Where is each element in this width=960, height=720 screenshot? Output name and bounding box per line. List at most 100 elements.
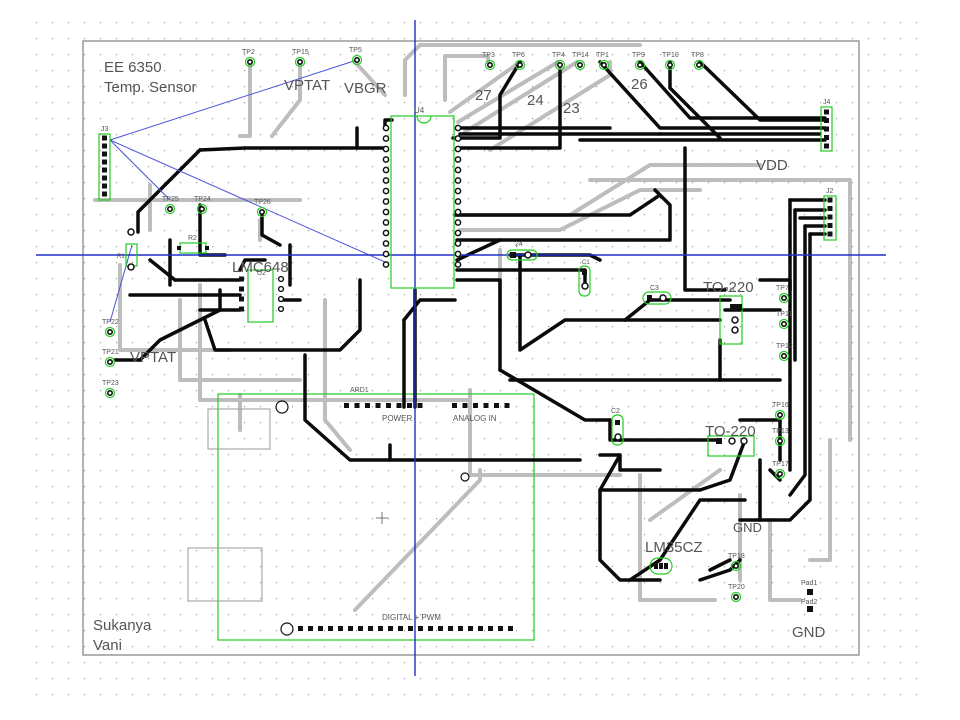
- to220-regulator-a[interactable]: [719, 295, 743, 345]
- power-header-pin: [407, 403, 412, 408]
- test-point-tp10[interactable]: TP10: [662, 52, 679, 71]
- j3-header[interactable]: [98, 133, 111, 201]
- j2-label: J2: [826, 188, 834, 195]
- c2-capacitor[interactable]: [611, 414, 624, 446]
- u4-pin-left: [382, 135, 390, 142]
- pad-24-capsule[interactable]: [506, 249, 538, 261]
- test-point-tp16[interactable]: TP16: [772, 402, 789, 421]
- test-point-tp20[interactable]: TP20: [728, 584, 745, 603]
- lmc648-pin: [239, 286, 244, 292]
- u4-pin-right: [454, 187, 462, 195]
- u4-pin-left: [382, 219, 390, 226]
- test-point-label: TP6: [512, 52, 525, 59]
- author-line-1: Sukanya: [93, 617, 152, 634]
- test-point-tp11[interactable]: TP11: [776, 311, 792, 330]
- vptat-label-top: VPTAT: [284, 77, 330, 94]
- test-point-tp24[interactable]: TP24: [194, 196, 211, 215]
- test-point-label: TP12: [776, 343, 793, 350]
- to220-label-a: TO-220: [703, 279, 754, 296]
- pad1-pad2[interactable]: [807, 589, 813, 612]
- test-point-tp9[interactable]: TP9: [632, 52, 646, 71]
- test-point-label: TP13: [772, 428, 789, 435]
- c1-capacitor[interactable]: [578, 265, 591, 297]
- test-point-tp5[interactable]: TP5: [349, 47, 363, 66]
- u4-pin-left: [382, 145, 390, 153]
- power-header-pin: [396, 403, 402, 408]
- r1-resistor[interactable]: [125, 228, 138, 271]
- lmc648-pin: [277, 275, 285, 283]
- j3-pin: [102, 143, 107, 149]
- lm35cz-sensor[interactable]: [649, 557, 673, 575]
- test-point-tp25[interactable]: TP25: [162, 196, 179, 215]
- test-point-label: TP16: [772, 402, 789, 409]
- test-point-tp23[interactable]: TP23: [102, 380, 119, 399]
- digital-header-pin: [488, 626, 493, 631]
- test-point-label: TP4: [552, 52, 565, 59]
- test-point-tp26[interactable]: TP26: [254, 199, 271, 218]
- lmc648-footprint[interactable]: [239, 269, 285, 323]
- test-point-tp13[interactable]: TP13: [772, 428, 789, 447]
- board-outline: [82, 40, 860, 656]
- test-point-tp7[interactable]: TP7: [776, 285, 790, 304]
- test-point-tp15[interactable]: TP15: [292, 49, 309, 68]
- test-point-tp2[interactable]: TP2: [242, 49, 256, 68]
- mounting-hole: [460, 472, 470, 482]
- test-point-tp4[interactable]: TP4: [552, 52, 566, 71]
- test-point-tp3[interactable]: TP3: [482, 52, 496, 71]
- u4-pin-left: [382, 240, 390, 247]
- pad2-label: Pad2: [801, 599, 817, 606]
- test-point-tp21[interactable]: TP21: [102, 349, 119, 368]
- test-point-tp6[interactable]: TP6: [512, 52, 526, 71]
- c3-capacitor[interactable]: [642, 291, 672, 305]
- lmc648-pin: [239, 296, 244, 302]
- test-point-tp1[interactable]: TP1: [596, 52, 610, 71]
- u4-pin-left: [382, 261, 390, 268]
- vdd-label: VDD: [756, 157, 788, 174]
- digital-header-pin: [438, 626, 443, 631]
- u4-pin-left: [382, 124, 390, 132]
- u4-pin-right: [454, 156, 462, 163]
- test-point-tp8[interactable]: TP8: [691, 52, 705, 71]
- digital-header-pin: [368, 626, 373, 631]
- digital-header-pin: [408, 626, 413, 631]
- u4-pin-right: [454, 208, 462, 216]
- power-header-pin: [365, 403, 370, 408]
- to220-label-b: TO-220: [705, 423, 756, 440]
- test-point-tp14[interactable]: TP14: [572, 52, 589, 71]
- j3-pin: [102, 191, 107, 197]
- u4-pin-left: [382, 156, 390, 163]
- arduino-usb-outline: [207, 408, 271, 450]
- test-point-label: TP14: [572, 52, 589, 59]
- ratsnest-lines: [109, 59, 386, 323]
- j3-pin: [102, 159, 107, 165]
- test-point-label: TP22: [102, 319, 119, 326]
- pad1-label: Pad1: [801, 580, 817, 587]
- to220-regulator-b[interactable]: [707, 435, 755, 457]
- test-points[interactable]: TP2 TP15 TP5 TP3 TP6 TP4 TP14 TP1 TP9 TP10 TP8TP25…: [102, 47, 793, 603]
- test-point-label: TP25: [162, 196, 179, 203]
- test-point-label: TP7: [776, 285, 789, 292]
- digital-header-pin: [358, 626, 363, 631]
- digital-header-pin: [338, 626, 343, 631]
- j4-pin: [824, 118, 829, 123]
- lmc648-label: LMC648: [232, 259, 289, 276]
- u4-pin-right: [454, 166, 462, 174]
- digital-header-pin: [308, 626, 313, 631]
- test-point-tp18[interactable]: TP18: [728, 553, 745, 572]
- test-point-tp22[interactable]: TP22: [102, 319, 119, 338]
- lmc648-pin: [277, 285, 285, 293]
- u4-pin-right: [454, 240, 462, 247]
- test-point-tp12[interactable]: TP12: [776, 343, 793, 362]
- j3-pin: [102, 183, 107, 189]
- j4-header[interactable]: [820, 106, 833, 152]
- j3-label: J3: [101, 126, 109, 133]
- u4-pin-right: [454, 145, 462, 153]
- test-point-tp17[interactable]: TP17: [772, 461, 789, 480]
- j2-header[interactable]: [823, 195, 837, 241]
- gnd-label: GND: [792, 624, 826, 641]
- r2-resistor[interactable]: [177, 242, 209, 254]
- test-point-label: TP17: [772, 461, 789, 468]
- u4-ic-footprint[interactable]: [382, 115, 462, 289]
